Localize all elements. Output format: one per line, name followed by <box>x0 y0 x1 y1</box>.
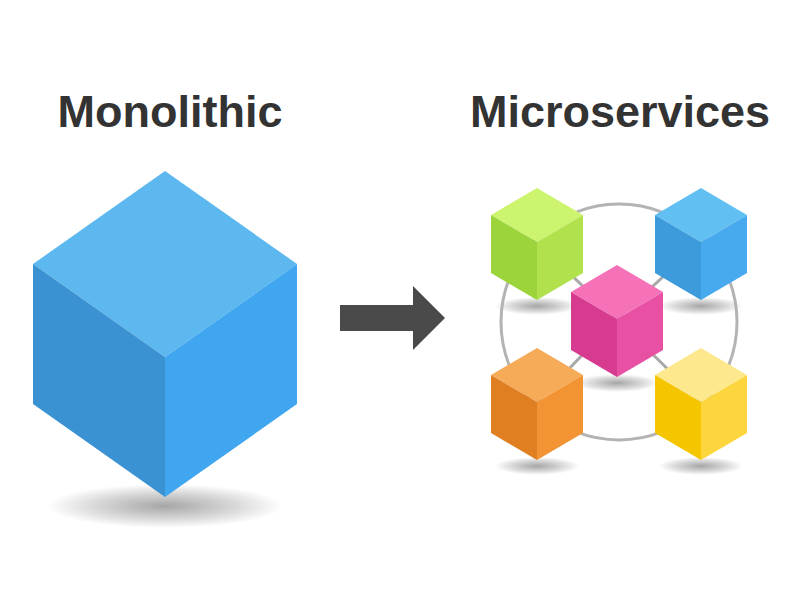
cube-right-face <box>537 215 583 300</box>
service-cube <box>491 188 583 300</box>
service-cube <box>571 265 663 377</box>
architecture-group: Microservices <box>445 60 795 500</box>
service-cube <box>655 348 747 460</box>
cube-right-face <box>701 215 747 300</box>
cube-right-face <box>537 375 583 460</box>
cube-left-face <box>491 375 537 460</box>
cube-right-face <box>701 375 747 460</box>
architecture-heading: Monolithic <box>0 85 340 139</box>
monolith-cube <box>33 171 297 497</box>
service-cube <box>655 188 747 300</box>
cube-right-face <box>165 264 297 497</box>
transition-arrow <box>340 305 413 331</box>
cube-left-face <box>491 215 537 300</box>
architecture-group: Monolithic <box>0 60 340 540</box>
cube-left-face <box>655 375 701 460</box>
cube-left-face <box>33 264 165 497</box>
cube-left-face <box>571 292 617 377</box>
service-cube <box>491 348 583 460</box>
cube-left-face <box>655 215 701 300</box>
architecture-heading: Microservices <box>445 85 795 139</box>
cube-right-face <box>617 292 663 377</box>
